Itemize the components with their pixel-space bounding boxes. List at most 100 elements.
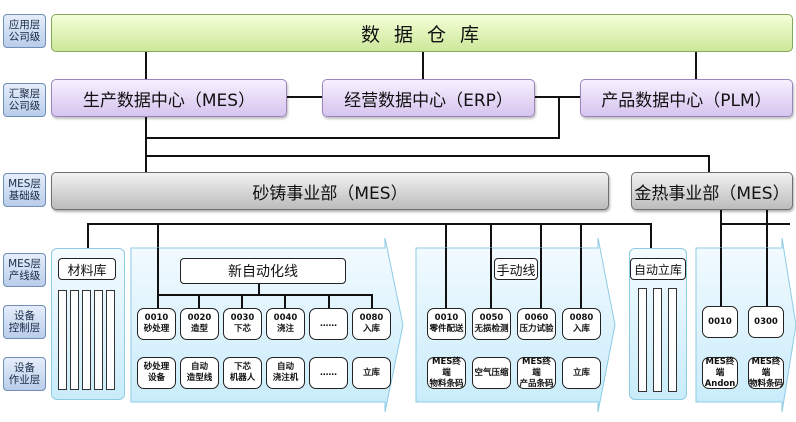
rack-bar (94, 290, 103, 390)
station-code: 0030 (230, 313, 255, 323)
new-auto-station-0010: 0010 砂处理 (137, 308, 176, 340)
connector (157, 248, 159, 309)
rack-bar (70, 290, 79, 390)
station-name: 压力试验 (519, 324, 554, 334)
connector (284, 294, 286, 308)
material-label: 材料库 (58, 258, 116, 280)
station-name: 入库 (572, 324, 590, 334)
connector (708, 155, 710, 173)
connector (766, 248, 768, 306)
device-line: MES终端 (432, 356, 461, 378)
tier-label-mes-base: MES层基础级 (3, 173, 46, 207)
connector (145, 117, 147, 173)
connector (145, 137, 560, 139)
device-line: 机器人 (229, 373, 256, 383)
rack-bar (58, 290, 67, 390)
device-line: MES终端 (751, 356, 781, 378)
tier-line: 产线级 (8, 270, 41, 282)
manual-station-0080: 0080 入库 (562, 308, 601, 340)
new-auto-device-sand: 砂处理 设备 (137, 357, 176, 389)
tier-line: MES层 (8, 258, 41, 270)
manual-station-0060: 0060 压力试验 (517, 308, 556, 340)
hot-station-0010: 0010 (702, 306, 738, 338)
device-line: Andon (704, 378, 736, 389)
device-line: 浇注机 (272, 373, 299, 383)
tier-label-application: 应用层公司级 (3, 14, 46, 48)
connector (258, 284, 260, 296)
new-auto-device-robot: 下芯 机器人 (223, 357, 262, 389)
station-name: 入库 (362, 324, 380, 334)
connector (287, 96, 323, 98)
new-auto-station-0030: 0030 下芯 (223, 308, 262, 340)
rack-bar (653, 288, 662, 392)
device-line: 物料条码 (749, 378, 784, 389)
casting-division: 砂铸事业部（MES） (51, 172, 609, 210)
rack-bar (638, 288, 647, 392)
new-auto-station-0080: 0080 入库 (352, 308, 391, 340)
tier-label-control: 设备控制层 (3, 305, 46, 339)
connector (580, 248, 582, 309)
plm-data-center: 产品数据中心（PLM） (580, 79, 793, 117)
station-code: 0060 (524, 313, 549, 323)
station-code: 0010 (144, 313, 169, 323)
connector (157, 294, 372, 296)
tier-label-mes-line: MES层产线级 (3, 253, 46, 287)
tier-line: 应用层 (8, 19, 41, 31)
connector (422, 52, 424, 81)
mes-data-center: 生产数据中心（MES） (51, 79, 287, 117)
station-name: 砂处理 (143, 324, 170, 334)
device-line: MES终端 (522, 356, 551, 378)
device-line: 物料条码 (429, 378, 464, 389)
device-line: 立库 (362, 367, 380, 378)
new-auto-device-molding: 自动 造型线 (180, 357, 219, 389)
manual-device-air-compressor: 空气压缩 (472, 357, 511, 389)
tier-line: 基础级 (8, 190, 41, 202)
tier-line: 公司级 (8, 31, 41, 43)
connector (558, 97, 560, 139)
device-line: 设备 (147, 373, 165, 383)
rack-bar (668, 288, 677, 392)
new-auto-line-label: 新自动化线 (180, 258, 346, 284)
station-code: 0010 (708, 316, 732, 327)
connector (720, 223, 790, 225)
device-line: …… (320, 367, 337, 378)
station-code: 0020 (187, 313, 212, 323)
new-auto-station-0040: 0040 浇注 (266, 308, 305, 340)
connector (720, 248, 722, 306)
manual-station-0050: 0050 无损检测 (472, 308, 511, 340)
manual-device-terminal-product: MES终端 产品条码 (517, 357, 556, 389)
connector (328, 294, 330, 308)
tier-line: 作业层 (8, 374, 41, 386)
connector (87, 223, 652, 225)
station-name: 下芯 (233, 324, 251, 334)
station-name: 零件配送 (429, 324, 464, 334)
tier-line: 汇聚层 (8, 88, 41, 100)
device-line: 自动 (276, 362, 294, 372)
device-line: MES终端 (705, 356, 735, 378)
tier-line: 设备 (14, 310, 35, 322)
device-line: 自动 (190, 362, 208, 372)
data-warehouse: 数 据 仓 库 (51, 14, 793, 52)
tier-label-aggregation: 汇聚层公司级 (3, 83, 46, 117)
new-auto-device-store: 立库 (352, 357, 391, 389)
erp-data-center: 经营数据中心（ERP） (322, 79, 535, 117)
new-auto-device-pouring: 自动 浇注机 (266, 357, 305, 389)
device-line: 立库 (572, 367, 590, 378)
hot-device-andon: MES终端 Andon (702, 357, 738, 389)
hot-station-0300: 0300 (748, 306, 784, 338)
connector (445, 248, 447, 309)
connector (490, 248, 492, 309)
connector (695, 52, 697, 81)
tier-line: MES层 (8, 178, 41, 190)
connector (87, 223, 89, 248)
station-code: 0080 (569, 313, 594, 323)
connector (145, 155, 710, 157)
tier-line: 控制层 (8, 322, 41, 334)
rack-bar (82, 290, 91, 390)
auto-store-label: 自动立库 (630, 258, 686, 280)
station-name: 造型 (190, 324, 208, 334)
new-auto-device-ellipsis: …… (309, 357, 348, 389)
device-line: 下芯 (233, 362, 251, 372)
manual-device-store: 立库 (562, 357, 601, 389)
device-line: 空气压缩 (474, 367, 509, 378)
